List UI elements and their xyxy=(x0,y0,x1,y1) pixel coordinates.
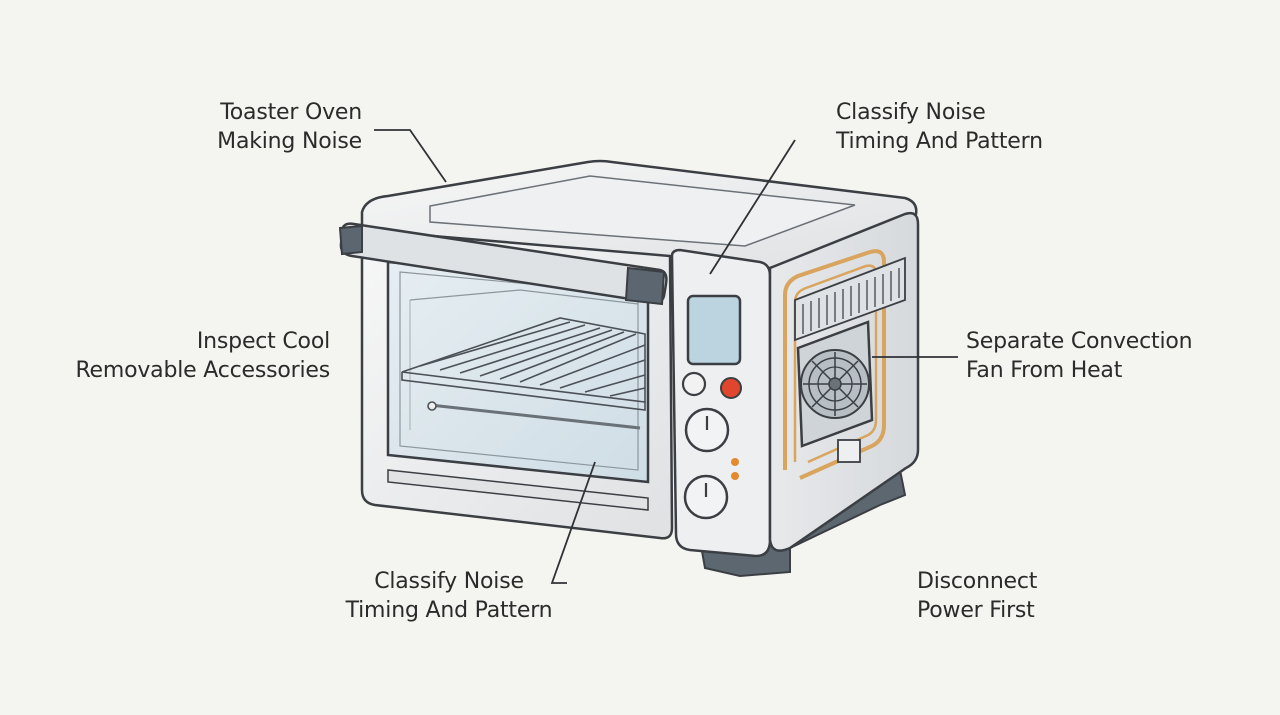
label-line: Timing And Pattern xyxy=(345,598,553,623)
label-line: Fan From Heat xyxy=(966,358,1123,383)
door-handle xyxy=(338,222,668,306)
label-inspect: Inspect Cool Removable Accessories xyxy=(60,327,330,385)
knob-icon xyxy=(681,371,707,397)
callout-lines xyxy=(374,129,958,584)
label-line: Classify Noise xyxy=(836,100,986,125)
label-disconnect: Disconnect Power First xyxy=(917,567,1037,625)
side-internals xyxy=(783,249,906,480)
door-bottom-trim xyxy=(387,469,649,511)
label-line: Separate Convection xyxy=(966,329,1193,354)
control-panel xyxy=(681,294,742,520)
label-line: Timing And Pattern xyxy=(836,129,1043,154)
label-line: Power First xyxy=(917,598,1035,623)
oven-rack xyxy=(401,317,646,430)
leader-classify-bottom xyxy=(550,461,596,584)
label-line: Classify Noise xyxy=(374,569,524,594)
label-line: Removable Accessories xyxy=(75,358,330,383)
label-line: Making Noise xyxy=(217,129,362,154)
label-classify-top: Classify Noise Timing And Pattern xyxy=(836,98,1043,156)
leader-classify-top xyxy=(709,139,796,275)
label-line: Inspect Cool xyxy=(196,329,330,354)
power-button-icon xyxy=(720,377,742,399)
leader-toaster-oven xyxy=(374,129,447,183)
display-screen xyxy=(686,294,742,366)
label-toaster-oven: Toaster Oven Making Noise xyxy=(206,98,362,156)
label-separate: Separate Convection Fan From Heat xyxy=(966,327,1193,385)
label-classify-bottom: Classify Noise Timing And Pattern xyxy=(338,567,560,625)
label-line: Toaster Oven xyxy=(220,100,362,125)
label-line: Disconnect xyxy=(917,569,1038,594)
